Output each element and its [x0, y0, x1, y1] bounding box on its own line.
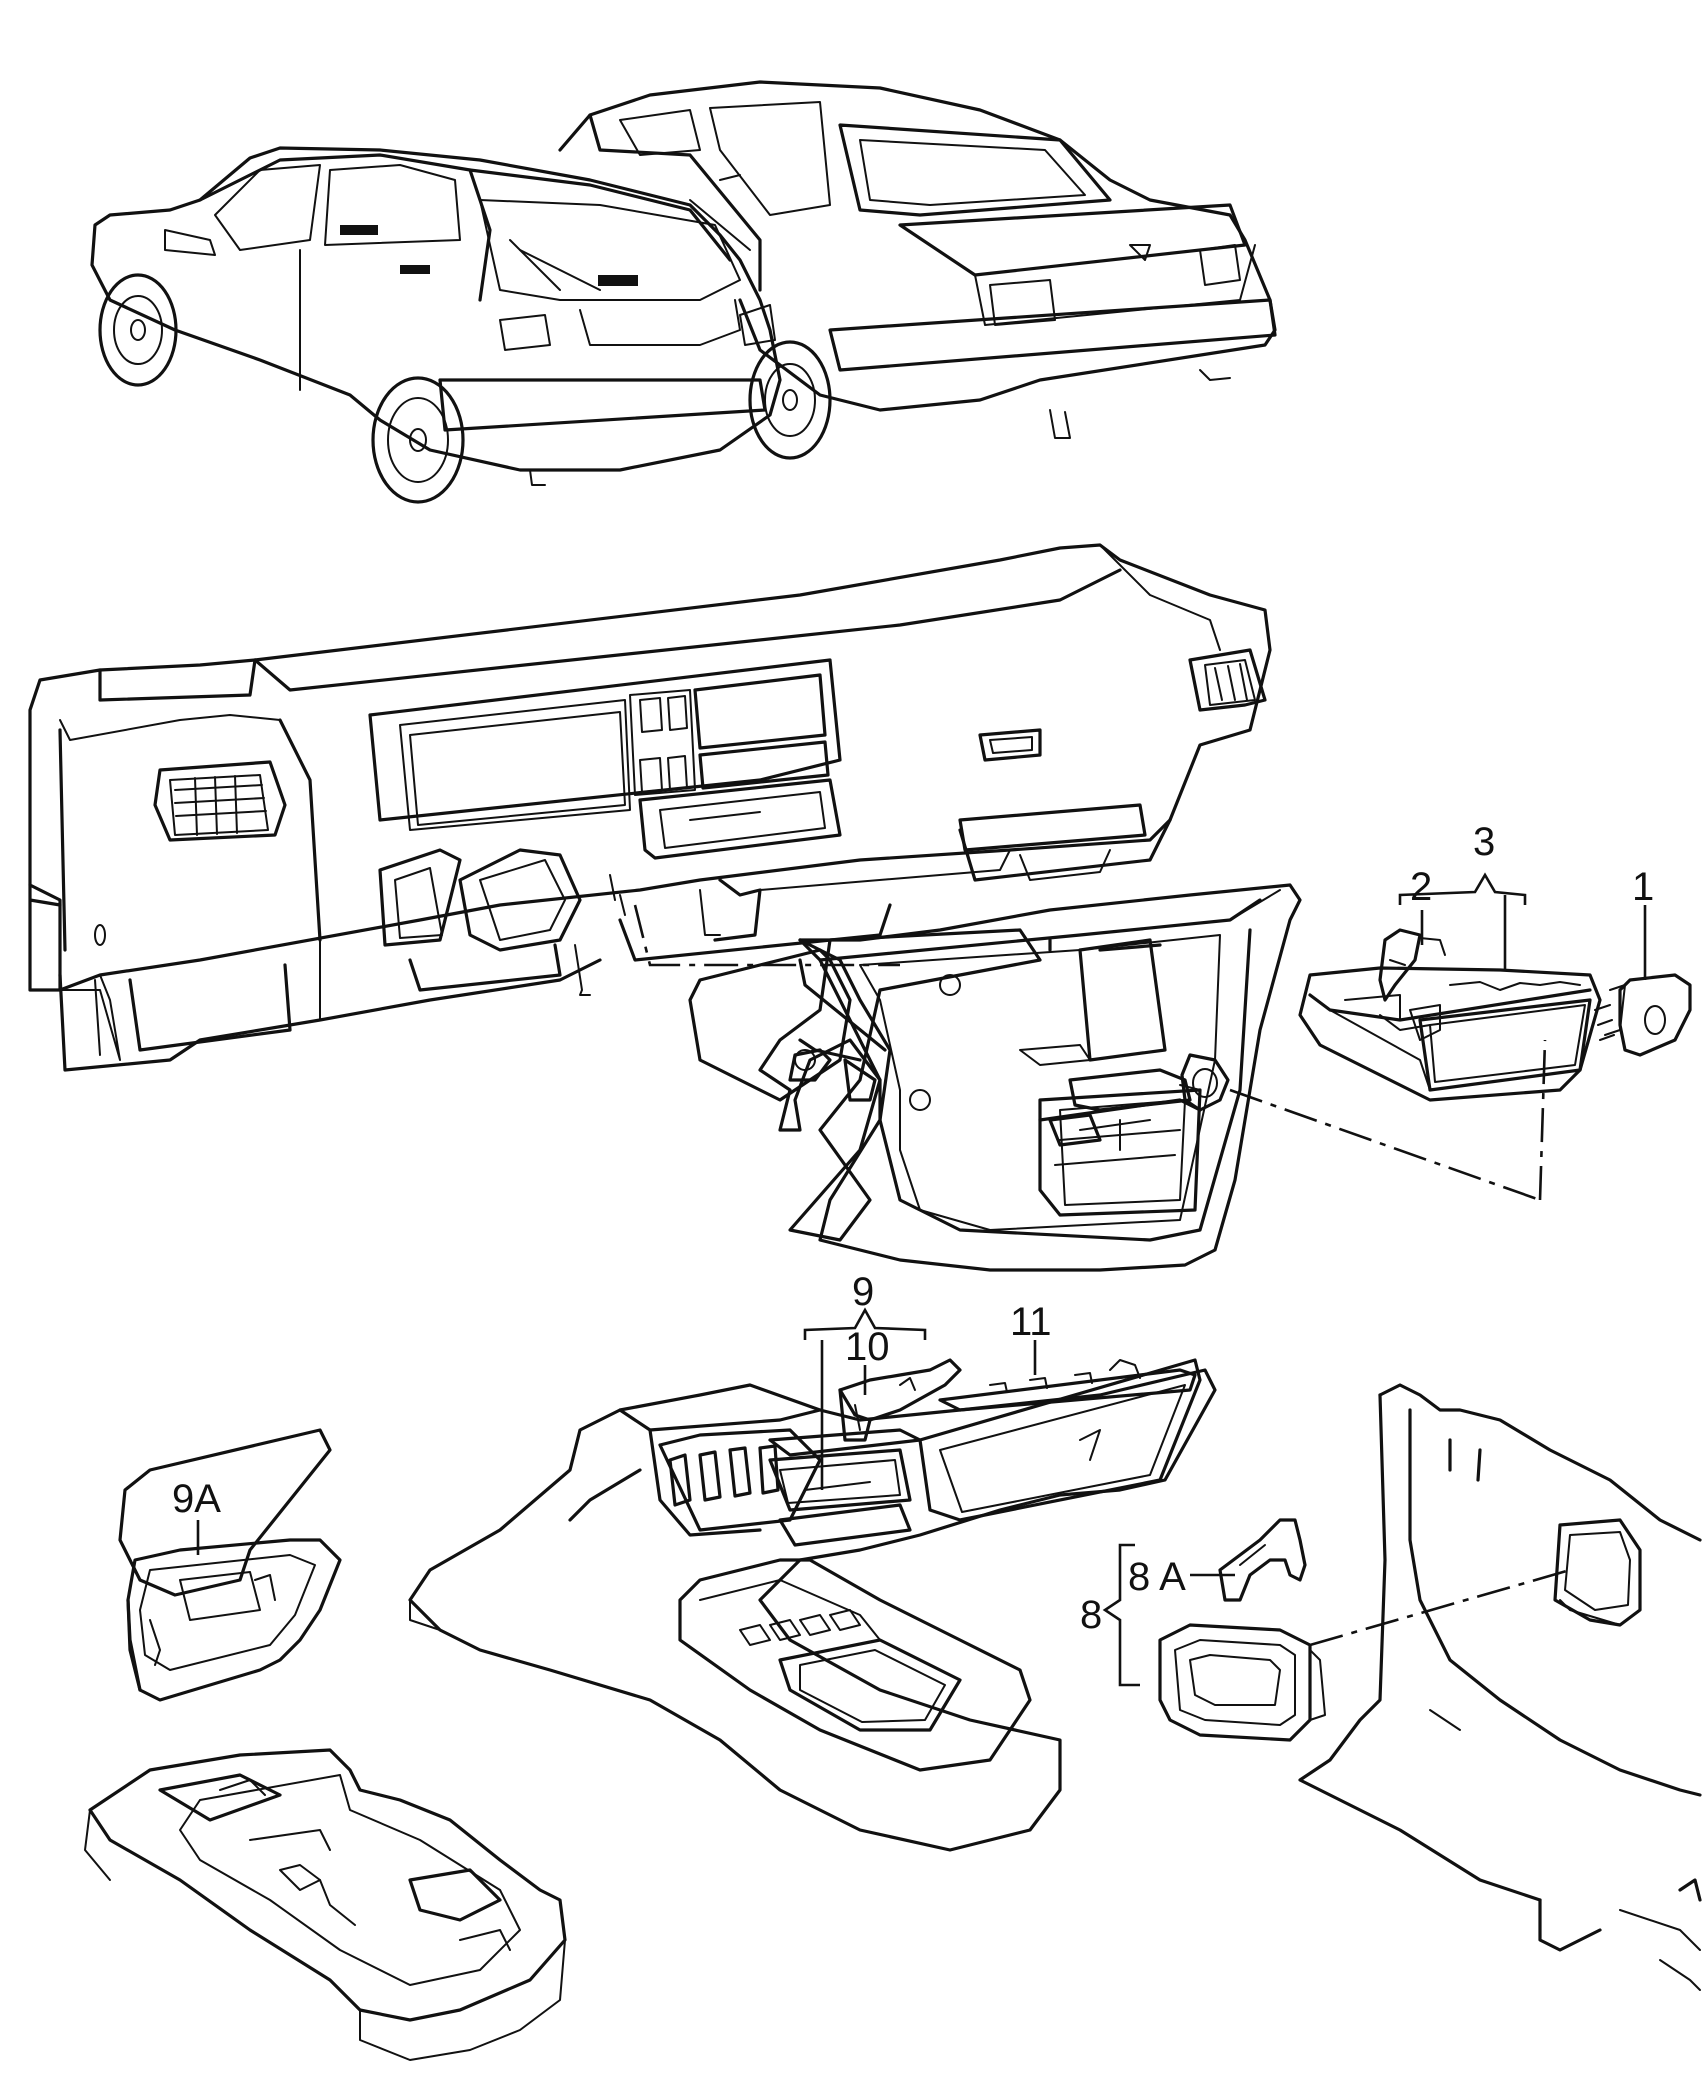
label-part-3: 3	[1473, 820, 1495, 864]
callout-8	[1102, 1543, 1235, 1687]
label-part-8a: 8 A	[1128, 1555, 1186, 1599]
callout-3	[1398, 872, 1527, 970]
ashtray-9a	[118, 1428, 342, 1702]
holder-10	[838, 1358, 962, 1442]
ashtray-insert-3	[1298, 928, 1602, 1102]
lead-lines-upper	[633, 904, 1547, 1202]
center-console-lower	[408, 1368, 1217, 1852]
label-part-2: 2	[1410, 865, 1432, 909]
label-part-8: 8	[1080, 1593, 1102, 1637]
clip-8a	[1218, 1518, 1307, 1602]
dashboard	[28, 543, 1272, 1072]
lead-line-lower	[1309, 1568, 1571, 1647]
label-part-11: 11	[1010, 1300, 1052, 1344]
center-console-upper	[798, 883, 1302, 1272]
car-hatchback	[90, 146, 782, 504]
console-9a	[84, 1748, 567, 2061]
label-part-1: 1	[1632, 865, 1654, 909]
side-panel	[1298, 1383, 1702, 1991]
label-part-9a: 9A	[172, 1477, 221, 1521]
switch-panel-9	[768, 1428, 922, 1547]
label-part-10: 10	[845, 1325, 890, 1369]
car-sedan	[558, 80, 1277, 460]
label-part-9: 9	[852, 1270, 874, 1314]
cover-11	[918, 1358, 1202, 1522]
ashtray-8	[1158, 1623, 1326, 1742]
ashtray-knob-1	[1594, 973, 1692, 1057]
callout-9-10	[803, 1307, 927, 1490]
bracket-left-console	[688, 928, 1042, 1242]
